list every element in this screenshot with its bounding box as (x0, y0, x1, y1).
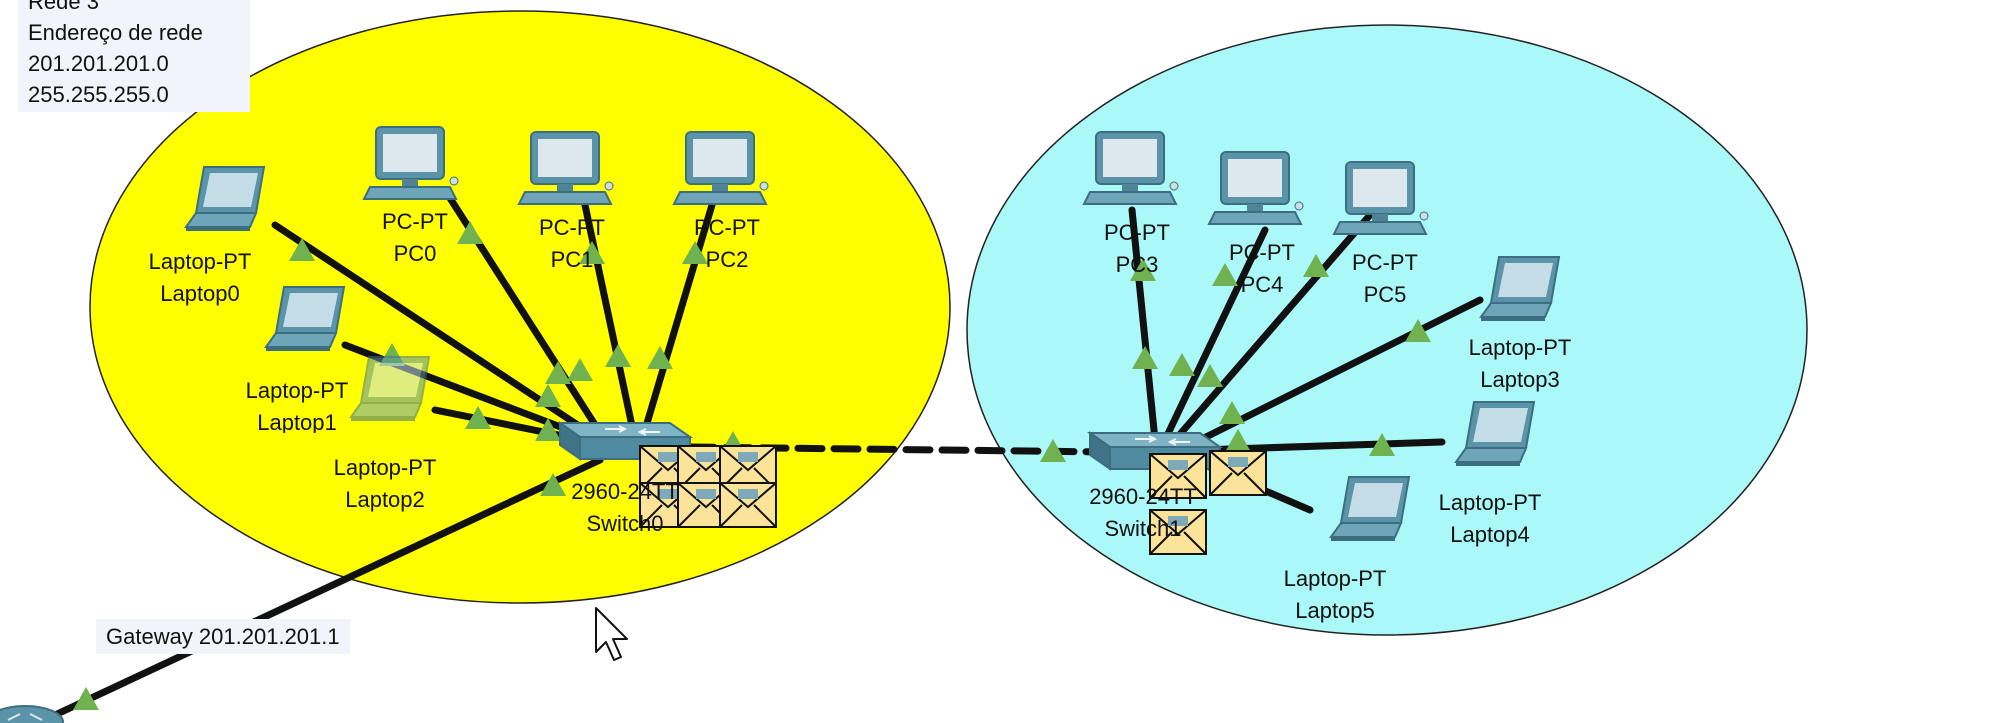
cable-pc5[interactable] (1171, 211, 1374, 444)
pc3-model: PC-PT (1104, 220, 1170, 245)
network-info-note[interactable]: Rede 3 Endereço de rede 201.201.201.0 25… (18, 0, 250, 112)
pc2-pc-icon[interactable] (673, 131, 769, 205)
pc1-model: PC-PT (539, 215, 605, 240)
laptop4-label: Laptop-PT Laptop4 (1405, 487, 1575, 551)
envelope-icon[interactable] (719, 482, 777, 528)
pc1-label: PC-PT PC1 (487, 212, 657, 276)
laptop0-model: Laptop-PT (148, 249, 252, 274)
laptop2-name: Laptop2 (345, 487, 425, 512)
pc0-label: PC-PT PC0 (330, 206, 500, 270)
laptop3-name: Laptop3 (1480, 367, 1560, 392)
gateway-note-text: Gateway 201.201.201.1 (106, 624, 340, 649)
switch1-name: Switch1 (1104, 516, 1182, 541)
mouse-pointer-icon (595, 607, 628, 661)
pc0-name: PC0 (393, 241, 437, 266)
laptop1-label: Laptop-PT Laptop1 (212, 375, 382, 433)
router-icon[interactable] (0, 705, 64, 723)
pc2-model: PC-PT (694, 215, 760, 240)
laptop4-model: Laptop-PT (1438, 490, 1542, 515)
pc1-name: PC1 (550, 247, 594, 272)
cable-pc3[interactable] (1128, 206, 1159, 444)
pc1-pc-icon[interactable] (518, 131, 614, 205)
pc4-name: PC4 (1240, 272, 1284, 297)
laptop2-model: Laptop-PT (333, 455, 437, 480)
pc5-name: PC5 (1363, 282, 1407, 307)
pc0-pc-icon[interactable] (363, 126, 459, 200)
pc4-pc-icon[interactable] (1208, 151, 1304, 225)
cable-pc2[interactable] (638, 201, 716, 444)
gateway-note[interactable]: Gateway 201.201.201.1 (96, 619, 350, 654)
cable-pc4[interactable] (1161, 226, 1269, 444)
laptop0-name: Laptop0 (160, 281, 240, 306)
pc3-pc-icon[interactable] (1083, 131, 1179, 205)
note-network-name: Rede 3 (28, 0, 99, 14)
note-network-address-label: Endereço de rede (28, 20, 203, 45)
laptop5-label: Laptop-PT Laptop5 (1250, 563, 1420, 627)
laptop1-name: Laptop1 (257, 410, 337, 433)
switch0-label: 2960-24TT Switch0 (540, 476, 710, 540)
pc4-model: PC-PT (1229, 240, 1295, 265)
pc3-name: PC3 (1115, 252, 1159, 277)
laptop5-name: Laptop5 (1295, 598, 1375, 623)
pc3-label: PC-PT PC3 (1052, 217, 1222, 281)
laptop4-name: Laptop4 (1450, 522, 1530, 547)
cable-router[interactable] (51, 456, 604, 719)
laptop3-label: Laptop-PT Laptop3 (1435, 332, 1605, 396)
laptop1-model: Laptop-PT (245, 378, 349, 403)
switch0-model: 2960-24TT (571, 479, 679, 504)
note-subnet-mask: 255.255.255.0 (28, 82, 169, 107)
pc2-name: PC2 (705, 247, 749, 272)
switch0-name: Switch0 (586, 511, 664, 536)
pc5-label: PC-PT PC5 (1300, 247, 1470, 311)
cable-laptop0[interactable] (271, 221, 612, 449)
pc5-model: PC-PT (1352, 250, 1418, 275)
pc4-label: PC-PT PC4 (1177, 237, 1347, 301)
pc2-label: PC-PT PC2 (642, 212, 812, 276)
pc0-model: PC-PT (382, 209, 448, 234)
laptop3-model: Laptop-PT (1468, 335, 1572, 360)
laptop5-model: Laptop-PT (1283, 566, 1387, 591)
switch1-model: 2960-24TT (1089, 484, 1197, 509)
switch1-label: 2960-24TT Switch1 (1058, 481, 1228, 545)
note-network-address: 201.201.201.0 (28, 51, 169, 76)
pc5-pc-icon[interactable] (1333, 161, 1429, 235)
laptop0-label: Laptop-PT Laptop0 (115, 246, 285, 310)
laptop2-label: Laptop-PT Laptop2 (300, 452, 470, 516)
